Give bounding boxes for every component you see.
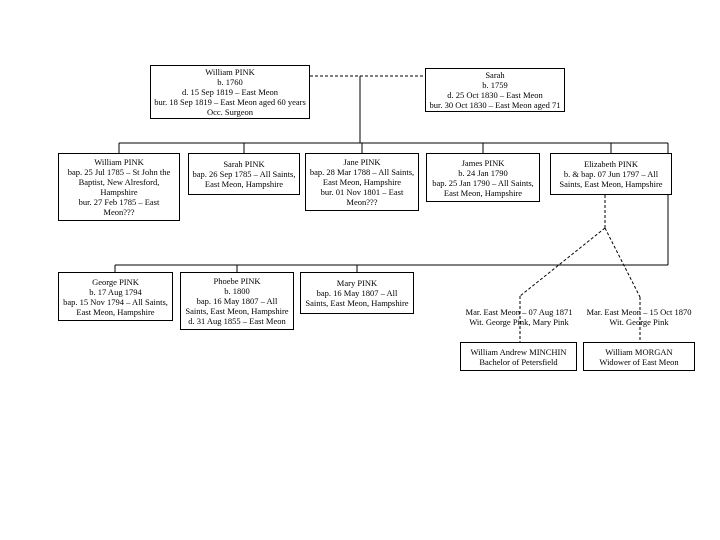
person-box-william-pink-child: William PINK bap. 25 Jul 1785 – St John … [58, 153, 180, 221]
person-box-phoebe-pink: Phoebe PINK b. 1800 bap. 16 May 1807 – A… [180, 272, 294, 330]
marriage-note-text: Mar. East Meon – 07 Aug 1871 Wit. George… [465, 307, 573, 327]
marriage-lines [310, 75, 641, 342]
person-box-sarah-mother: Sarah b. 1759 d. 25 Oct 1830 – East Meon… [425, 68, 565, 112]
person-details: George PINK b. 17 Aug 1794 bap. 15 Nov 1… [63, 276, 168, 317]
person-details: William PINK b. 1760 d. 15 Sep 1819 – Ea… [154, 67, 306, 117]
person-details: Elizabeth PINK b. & bap. 07 Jun 1797 – A… [559, 159, 663, 189]
person-details: William MORGAN Widower of East Meon [599, 346, 679, 367]
person-details: Sarah b. 1759 d. 25 Oct 1830 – East Meon… [429, 70, 561, 110]
person-box-william-morgan: William MORGAN Widower of East Meon [583, 342, 695, 371]
person-box-william-andrew-minchin: William Andrew MINCHIN Bachelor of Peter… [460, 342, 577, 371]
marriage-note-morgan: Mar. East Meon – 15 Oct 1870 Wit. George… [580, 307, 698, 329]
person-details: Mary PINK bap. 16 May 1807 – All Saints,… [305, 278, 409, 308]
descent-lines [114, 76, 669, 272]
person-box-elizabeth-pink: Elizabeth PINK b. & bap. 07 Jun 1797 – A… [550, 153, 672, 195]
person-box-william-pink-father: William PINK b. 1760 d. 15 Sep 1819 – Ea… [150, 65, 310, 119]
person-box-jane-pink: Jane PINK bap. 28 Mar 1788 – All Saints,… [305, 153, 419, 211]
marriage-note-text: Mar. East Meon – 15 Oct 1870 Wit. George… [586, 307, 692, 327]
person-box-george-pink: George PINK b. 17 Aug 1794 bap. 15 Nov 1… [58, 272, 173, 321]
person-details: William PINK bap. 25 Jul 1785 – St John … [67, 157, 171, 217]
person-details: James PINK b. 24 Jan 1790 bap. 25 Jan 17… [432, 157, 534, 198]
person-box-james-pink: James PINK b. 24 Jan 1790 bap. 25 Jan 17… [426, 153, 540, 202]
person-box-mary-pink: Mary PINK bap. 16 May 1807 – All Saints,… [300, 272, 414, 314]
marriage-note-minchin: Mar. East Meon – 07 Aug 1871 Wit. George… [455, 307, 583, 329]
person-details: Jane PINK bap. 28 Mar 1788 – All Saints,… [309, 157, 415, 207]
person-details: William Andrew MINCHIN Bachelor of Peter… [470, 346, 567, 367]
person-details: Sarah PINK bap. 26 Sep 1785 – All Saints… [192, 159, 296, 189]
person-box-sarah-pink: Sarah PINK bap. 26 Sep 1785 – All Saints… [188, 153, 300, 195]
person-details: Phoebe PINK b. 1800 bap. 16 May 1807 – A… [185, 276, 289, 326]
